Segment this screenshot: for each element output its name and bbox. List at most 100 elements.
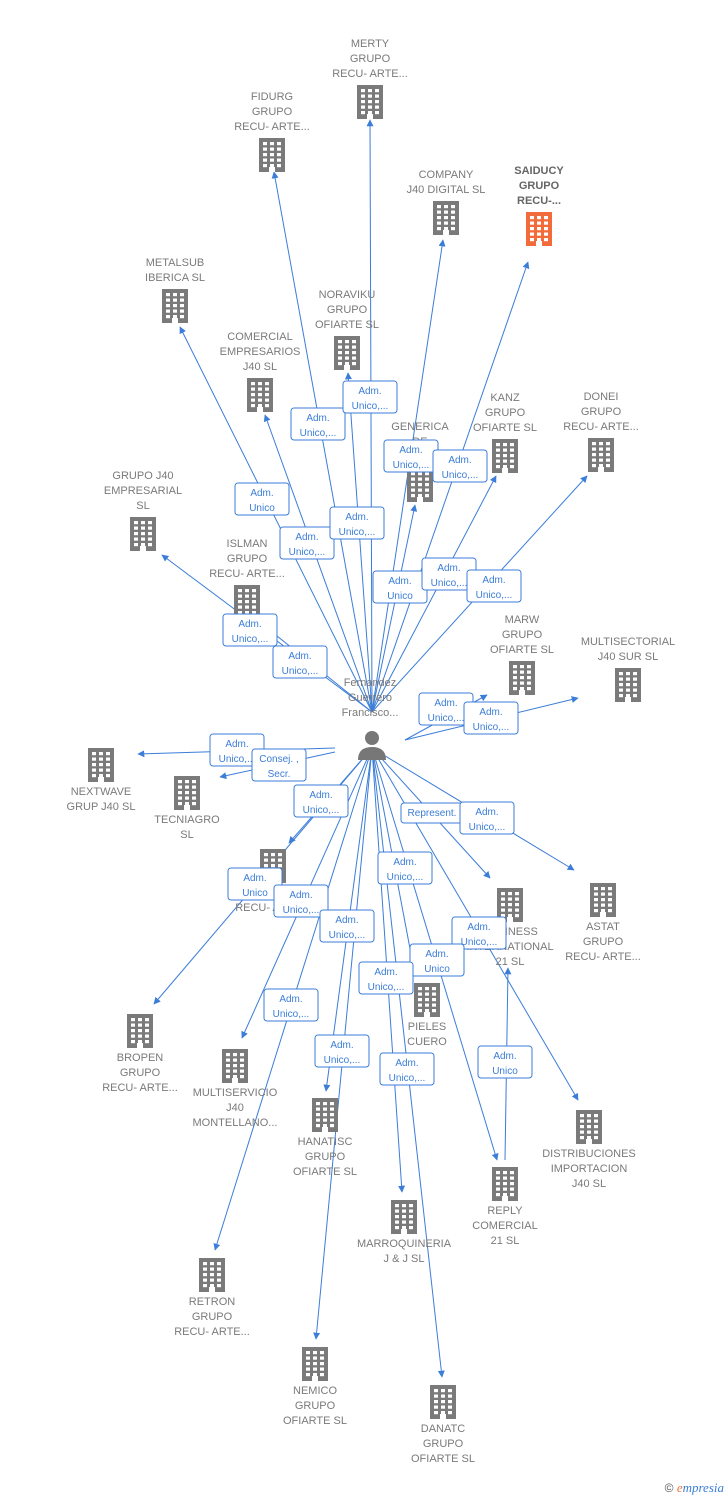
- building-icon-saiducy[interactable]: [526, 212, 552, 246]
- edge-label-5[interactable]: Adm.Unico,...: [279, 526, 335, 560]
- edge-label-29[interactable]: Adm.Unico: [477, 1045, 533, 1079]
- building-icon-merty[interactable]: [357, 85, 383, 119]
- company-label-astat-0[interactable]: ASTAT: [586, 921, 620, 933]
- building-icon-astat[interactable]: [590, 883, 616, 917]
- building-icon-retron[interactable]: [199, 1258, 225, 1292]
- building-icon-nemico[interactable]: [302, 1347, 328, 1381]
- company-label-bropen-1[interactable]: GRUPO: [120, 1067, 161, 1079]
- edge-label-3[interactable]: Adm.Unico,...: [432, 449, 488, 483]
- edge-label-14[interactable]: Adm.Unico,...: [209, 733, 265, 767]
- company-label-multisectorial-0[interactable]: MULTISECTORIAL: [581, 636, 675, 648]
- edge-label-23[interactable]: Adm.Unico,...: [451, 916, 507, 950]
- company-label-comercial-1[interactable]: EMPRESARIOS: [220, 346, 301, 358]
- edge-label-1[interactable]: Adm.Unico,...: [342, 380, 398, 414]
- building-icon-marw[interactable]: [509, 661, 535, 695]
- edge-label-11[interactable]: Adm.Unico,...: [272, 645, 328, 679]
- company-label-astat-2[interactable]: RECU- ARTE...: [565, 951, 641, 963]
- building-icon-hanatisc[interactable]: [312, 1098, 338, 1132]
- building-icon-metalsub[interactable]: [162, 289, 188, 323]
- company-label-hanatisc-2[interactable]: OFIARTE SL: [293, 1166, 357, 1178]
- company-label-reply-0[interactable]: REPLY: [487, 1205, 523, 1217]
- building-icon-fidurg[interactable]: [259, 138, 285, 172]
- edge-label-21[interactable]: Adm.Unico,...: [319, 909, 375, 943]
- edge-label-9[interactable]: Adm.Unico,...: [466, 569, 522, 603]
- edge-label-28[interactable]: Adm.Unico,...: [379, 1052, 435, 1086]
- edge-label-22[interactable]: Adm.Unico,...: [377, 851, 433, 885]
- company-label-kanz-2[interactable]: OFIARTE SL: [473, 422, 537, 434]
- company-label-islman-1[interactable]: GRUPO: [227, 553, 268, 565]
- company-label-merty-2[interactable]: RECU- ARTE...: [332, 68, 408, 80]
- company-label-grupoj40-2[interactable]: SL: [136, 500, 149, 512]
- company-label-nemico-1[interactable]: GRUPO: [295, 1400, 336, 1412]
- company-label-danatc-0[interactable]: DANATC: [421, 1423, 465, 1435]
- company-label-fidurg-1[interactable]: GRUPO: [252, 106, 293, 118]
- person-label-2[interactable]: Francisco...: [342, 707, 399, 719]
- edge-label-7[interactable]: Adm.Unico: [372, 570, 428, 604]
- company-label-grupoj40-1[interactable]: EMPRESARIAL: [104, 485, 182, 497]
- edge-label-17[interactable]: Represent.: [400, 802, 464, 824]
- building-icon-bropen[interactable]: [127, 1014, 153, 1048]
- company-label-retron-1[interactable]: GRUPO: [192, 1311, 233, 1323]
- company-label-tecniagro-1[interactable]: SL: [180, 829, 193, 841]
- company-label-noraviku-2[interactable]: OFIARTE SL: [315, 319, 379, 331]
- building-icon-distribuciones[interactable]: [576, 1110, 602, 1144]
- company-label-saiducy-0[interactable]: SAIDUCY: [514, 165, 564, 177]
- company-label-comercial-2[interactable]: J40 SL: [243, 361, 277, 373]
- company-label-marw-0[interactable]: MARW: [505, 614, 540, 626]
- edge-label-18[interactable]: Adm.Unico,...: [459, 801, 515, 835]
- company-label-company-1[interactable]: J40 DIGITAL SL: [407, 184, 486, 196]
- company-label-nextwave-0[interactable]: NEXTWAVE: [71, 786, 132, 798]
- company-label-generica-0[interactable]: GENERICA: [391, 421, 449, 433]
- person-label-0[interactable]: Fernandez: [344, 677, 397, 689]
- company-label-marw-1[interactable]: GRUPO: [502, 629, 543, 641]
- company-label-donei-1[interactable]: GRUPO: [581, 406, 622, 418]
- building-icon-danatc[interactable]: [430, 1385, 456, 1419]
- company-label-bropen-0[interactable]: BROPEN: [117, 1052, 164, 1064]
- edge-label-20[interactable]: Adm.Unico,...: [273, 884, 329, 918]
- edge-label-16[interactable]: Adm.Unico,...: [293, 784, 349, 818]
- company-label-nemico-2[interactable]: OFIARTE SL: [283, 1415, 347, 1427]
- company-label-multiservicio-2[interactable]: MONTELLANO...: [193, 1117, 278, 1129]
- edge-label-2[interactable]: Adm.Unico,...: [383, 439, 439, 473]
- edge-label-4[interactable]: Adm.Unico: [234, 482, 290, 516]
- company-label-merty-0[interactable]: MERTY: [351, 38, 390, 50]
- company-label-grupoj40-0[interactable]: GRUPO J40: [112, 470, 173, 482]
- company-label-reply-1[interactable]: COMERCIAL: [472, 1220, 537, 1232]
- company-label-donei-0[interactable]: DONEI: [584, 391, 619, 403]
- edge-label-10[interactable]: Adm.Unico,...: [222, 613, 278, 647]
- edge-label-12[interactable]: Adm.Unico,...: [418, 692, 474, 726]
- company-label-tecniagro-0[interactable]: TECNIAGRO: [154, 814, 220, 826]
- edge-label-13[interactable]: Adm.Unico,...: [463, 701, 519, 735]
- building-icon-grupoj40[interactable]: [130, 517, 156, 551]
- edge-label-19[interactable]: Adm.Unico: [227, 867, 283, 901]
- edge-label-26[interactable]: Adm.Unico,...: [263, 988, 319, 1022]
- company-label-nemico-0[interactable]: NEMICO: [293, 1385, 337, 1397]
- building-icon-reply[interactable]: [492, 1167, 518, 1201]
- company-label-marw-2[interactable]: OFIARTE SL: [490, 644, 554, 656]
- company-label-saiducy-2[interactable]: RECU-...: [517, 195, 561, 207]
- building-icon-marroquineria[interactable]: [391, 1200, 417, 1234]
- building-icon-business[interactable]: [497, 888, 523, 922]
- edge-label-27[interactable]: Adm.Unico,...: [314, 1034, 370, 1068]
- company-label-fidurg-2[interactable]: RECU- ARTE...: [234, 121, 310, 133]
- building-icon-noraviku[interactable]: [334, 336, 360, 370]
- person-label-1[interactable]: Guerrero: [348, 692, 392, 704]
- company-label-metalsub-1[interactable]: IBERICA SL: [145, 272, 205, 284]
- person-icon[interactable]: [358, 731, 386, 760]
- company-label-bropen-2[interactable]: RECU- ARTE...: [102, 1082, 178, 1094]
- company-label-multiservicio-0[interactable]: MULTISERVICIO: [193, 1087, 278, 1099]
- company-label-retron-2[interactable]: RECU- ARTE...: [174, 1326, 250, 1338]
- building-icon-company[interactable]: [433, 201, 459, 235]
- edge-label-0[interactable]: Adm.Unico,...: [290, 407, 346, 441]
- building-icon-multisectorial[interactable]: [615, 668, 641, 702]
- company-label-reply-2[interactable]: 21 SL: [491, 1235, 520, 1247]
- building-icon-nextwave[interactable]: [88, 748, 114, 782]
- edge-label-25[interactable]: Adm.Unico,...: [358, 961, 414, 995]
- company-label-retron-0[interactable]: RETRON: [189, 1296, 236, 1308]
- company-label-noraviku-1[interactable]: GRUPO: [327, 304, 368, 316]
- company-label-astat-1[interactable]: GRUPO: [583, 936, 624, 948]
- company-label-business-2[interactable]: 21 SL: [496, 956, 525, 968]
- company-label-noraviku-0[interactable]: NORAVIKU: [319, 289, 376, 301]
- company-label-danatc-1[interactable]: GRUPO: [423, 1438, 464, 1450]
- company-label-fidurg-0[interactable]: FIDURG: [251, 91, 293, 103]
